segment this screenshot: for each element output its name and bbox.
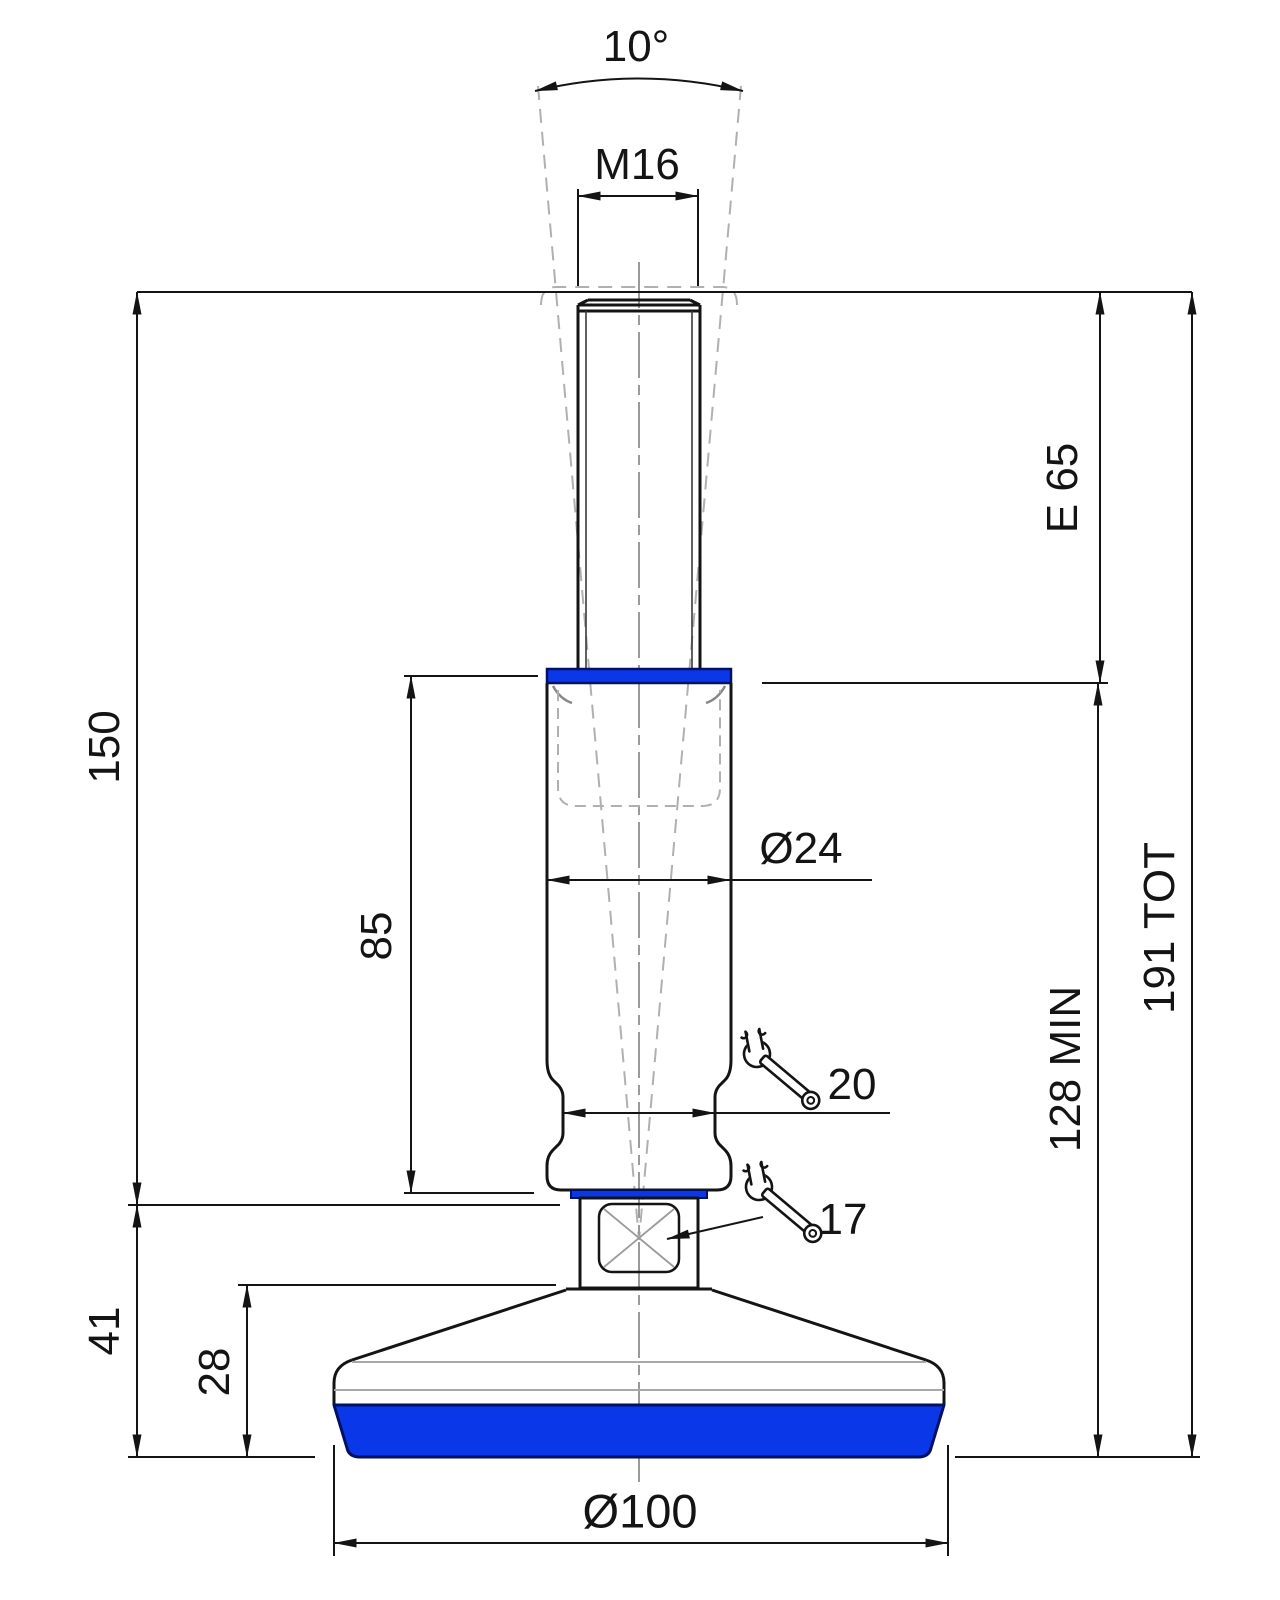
label-thread: M16: [594, 140, 680, 189]
label-wrench-flat-20: 20: [827, 1060, 877, 1109]
label-body-diameter: Ø24: [759, 824, 843, 873]
label-wrench-flat-17: 17: [818, 1195, 868, 1244]
collar-ring: [545, 667, 733, 685]
label-thread-length: E 65: [1038, 442, 1087, 534]
label-spindle-length: 150: [80, 710, 129, 784]
label-tilt-angle: 10°: [602, 22, 670, 71]
foot-base: [332, 1288, 946, 1459]
dimension-lines: [132, 77, 1197, 1548]
swivel-cone-dashed-lines: [537, 85, 742, 1241]
leader-17: [666, 1216, 764, 1240]
label-body-length: 85: [352, 911, 401, 961]
label-base-height: 28: [190, 1347, 239, 1397]
base-rubber-pad: [332, 1403, 946, 1459]
label-total-height: 191 TOT: [1135, 841, 1184, 1015]
angle-10-arc: [534, 77, 744, 92]
extension-lines: [128, 189, 1200, 1556]
wrench-icon: [724, 1013, 837, 1117]
ball-housing: [566, 1196, 712, 1291]
label-min-height: 128 MIN: [1041, 985, 1090, 1153]
threaded-stud: [576, 298, 702, 669]
label-foot-height: 41: [80, 1306, 129, 1356]
label-base-diameter: Ø100: [582, 1484, 698, 1538]
